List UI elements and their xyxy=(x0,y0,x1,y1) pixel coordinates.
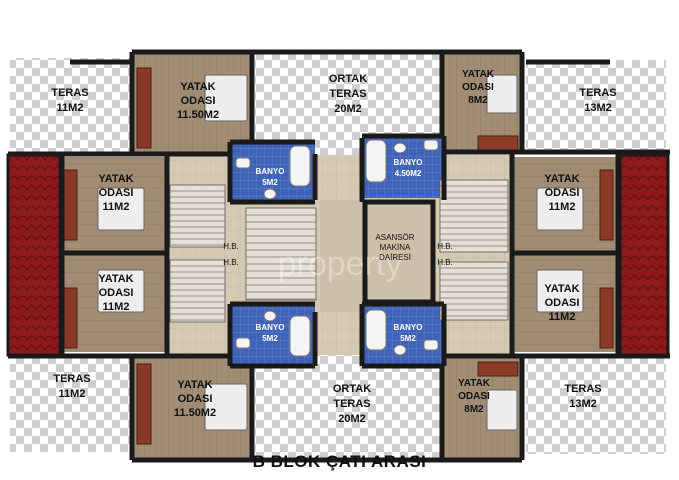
roof-right xyxy=(618,153,670,357)
label-line: H.B. xyxy=(437,242,453,251)
label-banyo-br: BANYO 5M2 xyxy=(394,323,423,343)
elevator-machine-room xyxy=(365,202,433,302)
terrace-bottom-left xyxy=(10,358,132,452)
label-line: YATAK xyxy=(544,173,579,185)
label-teras-bl: TERAS 11M2 xyxy=(53,373,90,400)
label-line: BANYO xyxy=(256,167,285,176)
label-line: 20M2 xyxy=(338,413,366,425)
label-line: 13M2 xyxy=(569,398,597,410)
label-line: MAKİNA xyxy=(380,243,411,252)
label-yatak-tr: YATAK ODASI 8M2 xyxy=(462,69,495,106)
label-line: ODASI xyxy=(462,82,494,93)
plan-title: B BLOK ÇATI ARASI xyxy=(252,452,427,471)
label-line: 5M2 xyxy=(400,334,416,343)
label-banyo-tl: BANYO 5M2 xyxy=(256,167,285,187)
label-line: TERAS xyxy=(333,398,370,410)
label-hb-r2: H.B. xyxy=(437,258,453,267)
label-line: 20M2 xyxy=(334,103,362,115)
label-line: 11M2 xyxy=(59,388,86,400)
label-line: ORTAK xyxy=(333,383,371,395)
bathtub-icons xyxy=(235,139,439,357)
label-hb-l2: H.B. xyxy=(223,258,239,267)
label-yatak-ml2: YATAK ODASI 11M2 xyxy=(98,273,133,313)
label-line: 11M2 xyxy=(57,102,84,114)
label-teras-tl: TERAS 11M2 xyxy=(51,87,88,114)
label-line: ODASI xyxy=(545,187,580,199)
roof-left xyxy=(6,153,62,357)
label-line: BANYO xyxy=(394,323,423,332)
label-line: YATAK xyxy=(462,69,495,80)
label-line: YATAK xyxy=(98,173,133,185)
label-banyo-tr: BANYO 4.50M2 xyxy=(394,158,423,178)
label-line: ODASI xyxy=(545,297,580,309)
label-hb-l1: H.B. xyxy=(223,242,239,251)
label-line: TERAS xyxy=(564,383,601,395)
label-line: BANYO xyxy=(394,158,423,167)
label-line: 11M2 xyxy=(103,201,130,213)
label-line: 11.50M2 xyxy=(177,109,219,121)
label-ortak-bot: ORTAK TERAS 20M2 xyxy=(333,383,371,425)
label-teras-br: TERAS 13M2 xyxy=(564,383,601,410)
label-line: YATAK xyxy=(180,81,215,93)
label-line: ODASI xyxy=(178,393,213,405)
terrace-top-left xyxy=(10,58,132,152)
label-line: BANYO xyxy=(256,323,285,332)
label-line: ASANSÖR xyxy=(375,233,414,242)
terrace-top-right xyxy=(526,60,666,152)
label-line: DAİRESİ xyxy=(379,253,411,262)
label-line: 11M2 xyxy=(549,311,576,323)
watermark: property xyxy=(278,245,403,283)
label-line: H.B. xyxy=(223,242,239,251)
label-yatak-br: YATAK ODASI 8M2 xyxy=(458,378,491,415)
label-line: 11M2 xyxy=(103,301,130,313)
label-line: TERAS xyxy=(579,87,616,99)
label-line: 11.50M2 xyxy=(174,407,216,419)
label-line: 8M2 xyxy=(468,95,488,106)
label-line: 8M2 xyxy=(464,404,484,415)
label-yatak-mr2: YATAK ODASI 11M2 xyxy=(544,283,579,323)
label-line: H.B. xyxy=(223,258,239,267)
label-line: ORTAK xyxy=(329,73,367,85)
label-line: 5M2 xyxy=(262,334,278,343)
label-line: YATAK xyxy=(544,283,579,295)
label-line: 13M2 xyxy=(584,102,612,114)
label-hb-r1: H.B. xyxy=(437,242,453,251)
stair-steps xyxy=(170,185,508,321)
label-line: YATAK xyxy=(98,273,133,285)
label-line: 4.50M2 xyxy=(395,169,422,178)
label-yatak-mr1: YATAK ODASI 11M2 xyxy=(544,173,579,213)
label-ortak-top: ORTAK TERAS 20M2 xyxy=(329,73,367,115)
label-yatak-bl: YATAK ODASI 11.50M2 xyxy=(174,379,216,419)
label-line: YATAK xyxy=(458,378,491,389)
label-line: ODASI xyxy=(458,391,490,402)
central-corridor xyxy=(320,200,365,312)
bed-icons xyxy=(97,74,584,431)
label-line: 11M2 xyxy=(549,201,576,213)
walls xyxy=(8,49,670,463)
label-line: H.B. xyxy=(437,258,453,267)
label-line: ODASI xyxy=(181,95,216,107)
terrace-bottom-right xyxy=(526,358,666,454)
label-line: TERAS xyxy=(329,88,366,100)
label-banyo-bl: BANYO 5M2 xyxy=(256,323,285,343)
label-line: TERAS xyxy=(53,373,90,385)
label-teras-tr: TERAS 13M2 xyxy=(579,87,616,114)
wardrobe-icons xyxy=(63,67,614,445)
label-line: ODASI xyxy=(99,287,134,299)
label-yatak-tl: YATAK ODASI 11.50M2 xyxy=(177,81,219,121)
label-line: 5M2 xyxy=(262,178,278,187)
label-line: TERAS xyxy=(51,87,88,99)
label-line: YATAK xyxy=(177,379,212,391)
label-line: ODASI xyxy=(99,187,134,199)
label-yatak-ml1: YATAK ODASI 11M2 xyxy=(98,173,133,213)
